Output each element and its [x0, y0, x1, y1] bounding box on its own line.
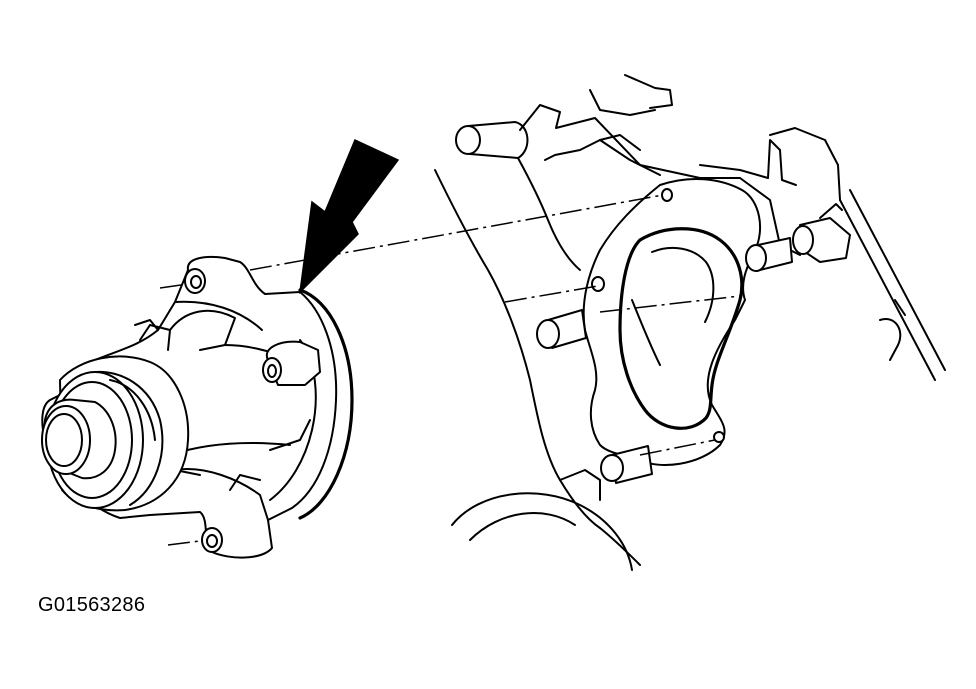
stud — [792, 203, 851, 263]
water-pump — [41, 255, 354, 559]
engine-front-cover — [434, 74, 946, 571]
stud — [745, 237, 793, 272]
arrow-icon — [298, 138, 400, 295]
figure-id-label: G01563286 — [38, 594, 146, 616]
stud — [536, 309, 587, 349]
pulley-hub — [41, 355, 190, 512]
